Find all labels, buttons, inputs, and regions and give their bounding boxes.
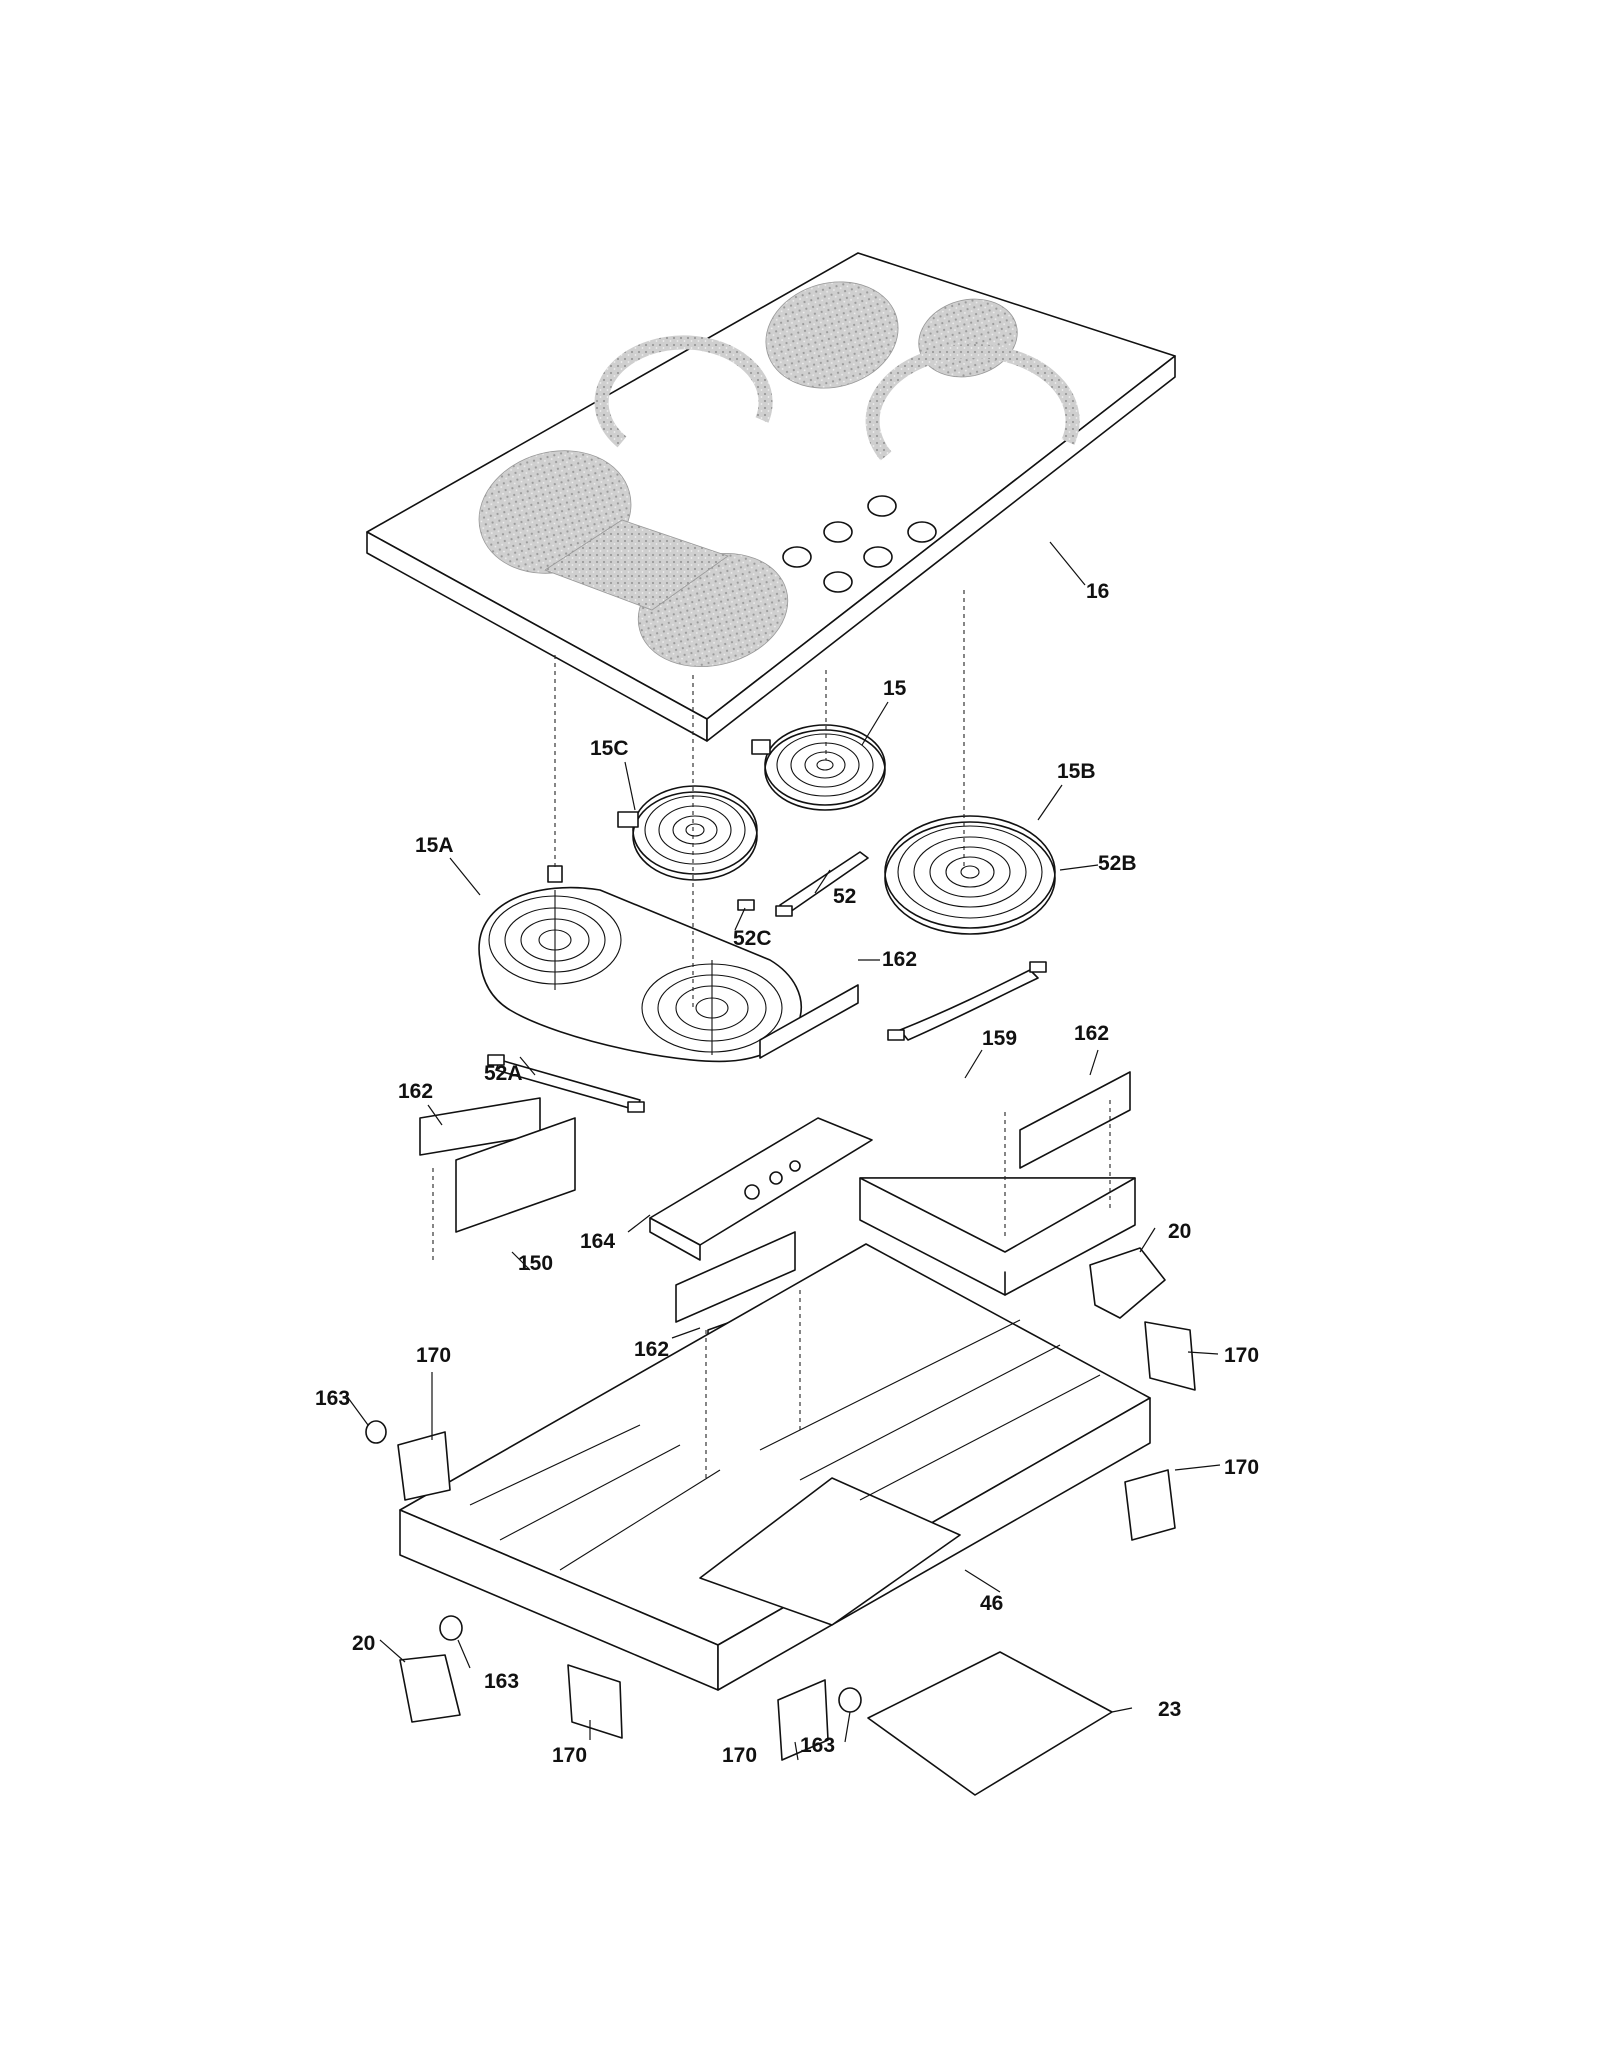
shield-162-left: [419, 1097, 576, 1233]
callout-15C: 15C: [590, 737, 629, 760]
callout-170-right-bottom: 170: [1224, 1456, 1259, 1479]
bracket-52: [775, 851, 869, 917]
alignment-lines: [432, 590, 1111, 1480]
callout-163-bottom-right: 163: [800, 1734, 835, 1757]
callout-labels: 16 15 15C 15B 15A 52 52C 52B 162 159 162…: [315, 580, 1259, 1767]
callout-164: 164: [580, 1230, 615, 1253]
element-15B: [884, 815, 1056, 935]
callout-170-bottom-left: 170: [552, 1744, 587, 1767]
callout-15A: 15A: [415, 834, 454, 857]
callout-52C: 52C: [733, 927, 772, 950]
bracket-20-bottom: [399, 1654, 461, 1723]
leg-170-right-bottom: [1124, 1469, 1176, 1541]
callout-163-bottom-left: 163: [484, 1670, 519, 1693]
callout-159: 159: [982, 1027, 1017, 1050]
callout-16: 16: [1086, 580, 1109, 603]
leg-170-right-top: [1144, 1321, 1196, 1391]
bracket-20-top: [1089, 1247, 1166, 1319]
callout-162-center: 162: [634, 1338, 669, 1361]
callout-20-bottom: 20: [352, 1632, 375, 1655]
bracket-52B: [887, 961, 1047, 1041]
base-pan-part-46: [399, 1243, 1151, 1691]
callout-20-top: 20: [1168, 1220, 1191, 1243]
element-15C: [617, 785, 758, 881]
leader-lines: [345, 541, 1221, 1761]
shield-162-right: [1019, 1071, 1131, 1169]
callout-170-left: 170: [416, 1344, 451, 1367]
leg-170-bottom-left: [567, 1664, 623, 1739]
bracket-52A: [487, 1054, 645, 1113]
glass-cooktop-part-16: [366, 252, 1176, 742]
element-15A: [478, 865, 803, 1063]
callout-150: 150: [518, 1252, 553, 1275]
callout-52: 52: [833, 885, 856, 908]
grommet-163: [365, 1420, 862, 1713]
callout-15: 15: [883, 677, 907, 700]
callout-52A: 52A: [484, 1062, 523, 1085]
element-15: [751, 724, 886, 811]
callout-163-left: 163: [315, 1387, 350, 1410]
vent-slots: [469, 1319, 1101, 1571]
callout-170-right-top: 170: [1224, 1344, 1259, 1367]
callout-162-top: 162: [882, 948, 917, 971]
callout-52B: 52B: [1098, 852, 1137, 875]
shield-162-top: [759, 984, 859, 1059]
leg-170-bottom-right: [777, 1679, 829, 1761]
callout-15B: 15B: [1057, 760, 1096, 783]
cover-plate-23: [867, 1651, 1113, 1796]
callout-170-bottom-right: 170: [722, 1744, 757, 1767]
bracket-52C: [737, 899, 755, 911]
leg-170-left-top: [397, 1431, 451, 1501]
callout-162-left: 162: [398, 1080, 433, 1103]
callout-162-right: 162: [1074, 1022, 1109, 1045]
channel-164: [649, 1117, 873, 1261]
callout-46: 46: [980, 1592, 1003, 1615]
panel-159: [859, 1177, 1136, 1296]
callout-23: 23: [1158, 1698, 1181, 1721]
